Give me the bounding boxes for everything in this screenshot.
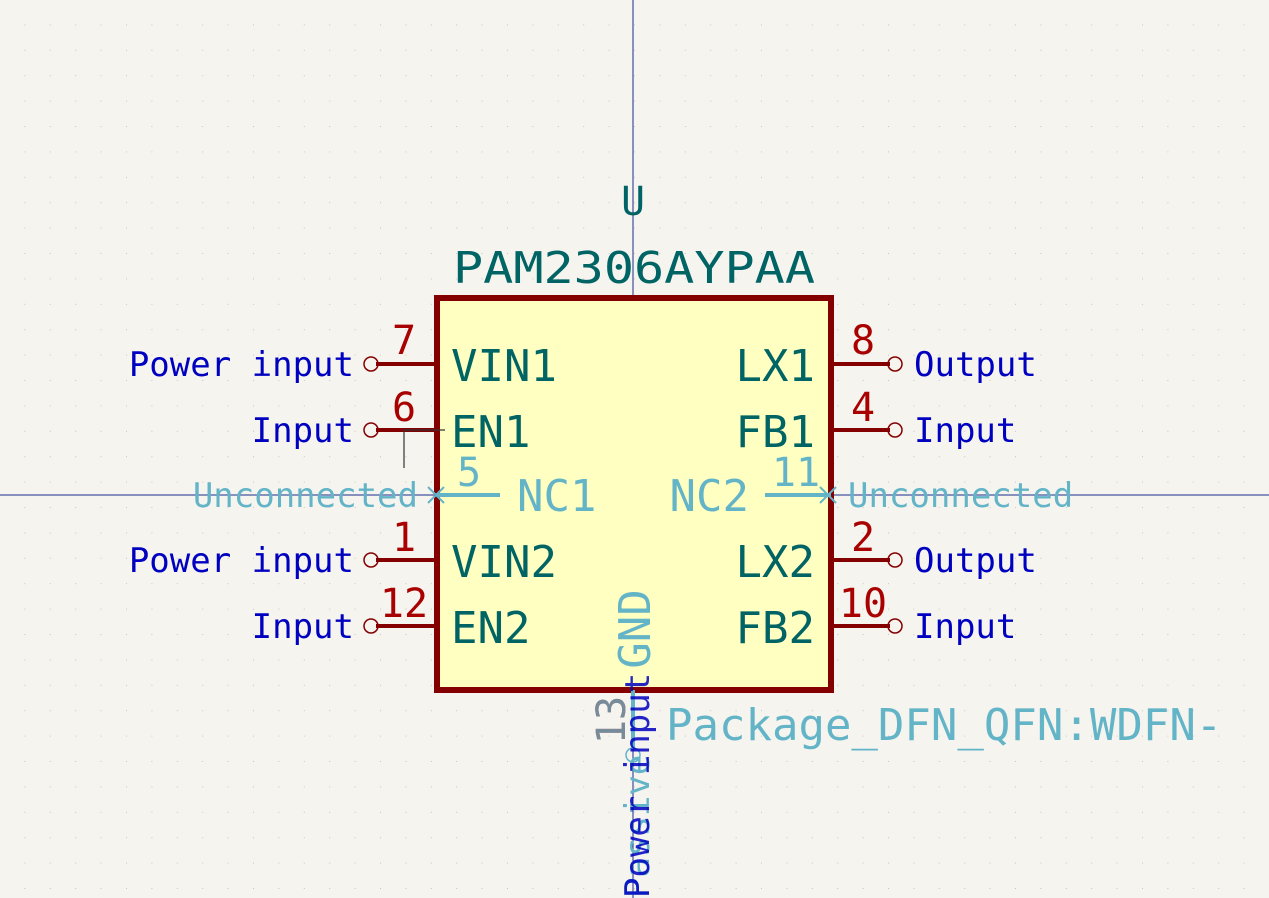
pin-number: 4 — [851, 385, 875, 431]
pin-name: EN1 — [451, 407, 530, 458]
pin-number: 13 — [589, 696, 635, 744]
pin-name: FB1 — [736, 407, 815, 458]
pin-name: NC2 — [670, 471, 749, 522]
pin-fb2[interactable]: 10 FB2 Input — [736, 581, 1017, 654]
component-reference[interactable]: U — [621, 179, 645, 225]
pin-number: 2 — [851, 515, 875, 561]
pin-name: EN2 — [451, 603, 530, 654]
pin-lx1[interactable]: 8 LX1 Output — [736, 318, 1037, 392]
pin-name: FB2 — [736, 603, 815, 654]
component-value[interactable]: PAM2306AYPAA — [453, 243, 815, 294]
pin-type: Input — [252, 411, 354, 451]
pin-vin2[interactable]: 1 VIN2 Power input — [129, 515, 557, 588]
pin-name: LX1 — [736, 341, 815, 392]
pin-type-overlay: Power input — [618, 673, 658, 898]
unconnected-x-icon — [427, 486, 445, 504]
pin-end-circle — [363, 552, 379, 568]
pin-fb1[interactable]: 4 FB1 Input — [736, 385, 1017, 458]
unconnected-x-icon — [819, 486, 837, 504]
pin-number-overlay: 13 — [589, 696, 635, 744]
pin-name: LX2 — [736, 537, 815, 588]
pin-type: Input — [252, 607, 354, 647]
pin-vin1[interactable]: 7 VIN1 Power input — [129, 318, 557, 392]
pin-en1[interactable]: 6 EN1 Input — [252, 385, 531, 468]
pin-number: 12 — [380, 581, 428, 627]
pin-number: 7 — [392, 318, 416, 364]
pin-type: Passive — [618, 755, 658, 898]
pin-end-circle — [887, 552, 903, 568]
pin-type: Input — [914, 607, 1016, 647]
pin-number: 11 — [772, 450, 820, 496]
pin-name: NC1 — [517, 471, 596, 522]
pin-nc2[interactable]: 11 NC2 Unconnected — [670, 450, 1074, 522]
pin-type: Output — [914, 541, 1037, 581]
pin-number: 1 — [392, 515, 416, 561]
pin-en2[interactable]: 12 EN2 Input — [252, 581, 531, 654]
pin-end-circle — [363, 422, 379, 438]
pin-number: 10 — [839, 581, 887, 627]
pin-type: Power input — [129, 541, 354, 581]
pin-type: Unconnected — [193, 476, 418, 516]
footprint-field[interactable]: Package_DFN_QFN:WDFN- — [666, 700, 1222, 751]
pin-number: 8 — [851, 318, 875, 364]
pin-end-circle — [363, 356, 379, 372]
pin-nc1[interactable]: 5 NC1 Unconnected — [193, 450, 597, 522]
pin-end-circle — [363, 618, 379, 634]
pin-type: Unconnected — [848, 476, 1073, 516]
pin-end-circle — [887, 356, 903, 372]
pin-type: Power input — [129, 345, 354, 385]
pin-end-circle — [887, 618, 903, 634]
pin-number: 6 — [392, 385, 416, 431]
pin-end-circle — [625, 747, 641, 763]
pin-lx2[interactable]: 2 LX2 Output — [736, 515, 1037, 588]
pin-name: VIN1 — [451, 341, 557, 392]
pin-name: VIN2 — [451, 537, 557, 588]
pin-end-circle — [887, 422, 903, 438]
pin-gnd[interactable]: GND 13 13 Passive Power input — [589, 589, 661, 898]
pin-type: Output — [914, 345, 1037, 385]
pin-number: 5 — [457, 450, 481, 496]
pin-name: GND — [610, 589, 661, 668]
pin-type: Input — [914, 411, 1016, 451]
